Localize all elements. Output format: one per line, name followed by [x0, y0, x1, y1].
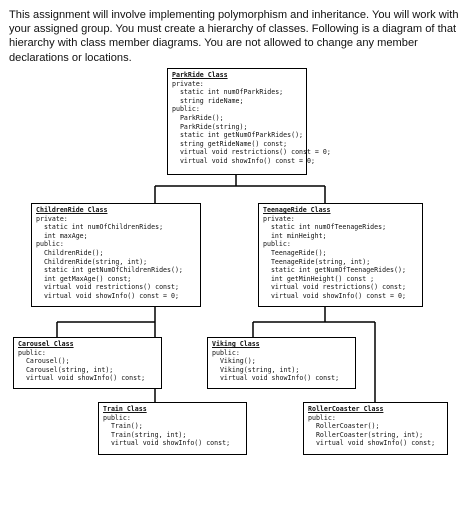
member-line: virtual void restrictions() const = 0;	[172, 148, 331, 157]
member-line: ChildrenRide(string, int);	[36, 257, 148, 266]
member-line: public:	[103, 413, 131, 422]
assignment-intro: This assignment will involve implementin…	[9, 8, 467, 65]
member-line: static int numOfParkRides;	[172, 88, 284, 97]
member-line: Carousel(string, int);	[18, 365, 114, 374]
intro-line: hierarchy with class member diagrams. Yo…	[9, 37, 418, 50]
class-title: ParkRide Class	[172, 71, 228, 79]
member-line: ChildrenRide();	[36, 248, 104, 257]
teenageride-class-box: TeenageRide Class private: static int nu…	[258, 203, 423, 307]
member-line: virtual void showInfo() const = 0;	[263, 291, 406, 300]
member-line: Train(string, int);	[103, 430, 187, 439]
member-line: ParkRide();	[172, 113, 224, 122]
member-line: int getMaxAge() const;	[36, 274, 132, 283]
member-line: static int numOfChildrenRides;	[36, 223, 164, 232]
member-line: public:	[172, 105, 200, 114]
member-line: RollerCoaster();	[308, 422, 380, 431]
member-line: private:	[263, 214, 295, 223]
member-line: public:	[263, 240, 291, 249]
viking-class-box: Viking Class public: Viking(); Viking(st…	[207, 337, 356, 389]
rollercoaster-class-box: RollerCoaster Class public: RollerCoaste…	[303, 402, 448, 455]
member-line: TeenageRide();	[263, 248, 327, 257]
member-line: int minHeight;	[263, 231, 327, 240]
childrenride-class-box: ChildrenRide Class private: static int n…	[31, 203, 201, 307]
train-class-box: Train Class public: Train(); Train(strin…	[98, 402, 247, 455]
class-title: Carousel Class	[18, 340, 74, 348]
class-title: ChildrenRide Class	[36, 206, 108, 214]
member-line: virtual void showInfo() const;	[103, 439, 231, 448]
member-line: virtual void showInfo() const = 0;	[172, 156, 315, 165]
member-line: public:	[18, 348, 46, 357]
class-title: Train Class	[103, 405, 147, 413]
member-line: string rideName;	[172, 96, 244, 105]
member-line: Carousel();	[18, 357, 70, 366]
member-line: virtual void showInfo() const;	[212, 374, 340, 383]
member-line: virtual void showInfo() const;	[18, 374, 146, 383]
member-line: Viking();	[212, 357, 256, 366]
member-line: public:	[212, 348, 240, 357]
member-line: virtual void restrictions() const;	[36, 283, 179, 292]
intro-line: declarations or locations.	[9, 51, 132, 64]
member-line: virtual void showInfo() const;	[308, 439, 436, 448]
member-line: static int getNumOfChildrenRides();	[36, 266, 183, 275]
member-line: private:	[36, 214, 68, 223]
member-line: Viking(string, int);	[212, 365, 300, 374]
intro-line: This assignment will involve implementin…	[9, 9, 459, 21]
member-line: virtual void restrictions() const;	[263, 283, 406, 292]
member-line: static int numOfTeenageRides;	[263, 223, 387, 232]
member-line: int maxAge;	[36, 231, 88, 240]
member-line: RollerCoaster(string, int);	[308, 430, 424, 439]
member-line: Train();	[103, 422, 143, 431]
intro-line: your assigned group. You must create a h…	[9, 23, 457, 36]
member-line: string getRideName() const;	[172, 139, 288, 148]
class-title: RollerCoaster Class	[308, 405, 384, 413]
member-line: static int getNumOfTeenageRides();	[263, 266, 406, 275]
member-line: private:	[172, 79, 204, 88]
class-title: TeenageRide Class	[263, 206, 331, 214]
carousel-class-box: Carousel Class public: Carousel(); Carou…	[13, 337, 162, 389]
member-line: static int getNumOfParkRides();	[172, 131, 304, 140]
class-title: Viking Class	[212, 340, 260, 348]
member-line: virtual void showInfo() const = 0;	[36, 291, 179, 300]
member-line: public:	[308, 413, 336, 422]
member-line: public:	[36, 240, 64, 249]
member-line: ParkRide(string);	[172, 122, 248, 131]
parkride-class-box: ParkRide Class private: static int numOf…	[167, 68, 331, 175]
member-line: int getMinHeight() const ;	[263, 274, 375, 283]
member-line: TeenageRide(string, int);	[263, 257, 371, 266]
